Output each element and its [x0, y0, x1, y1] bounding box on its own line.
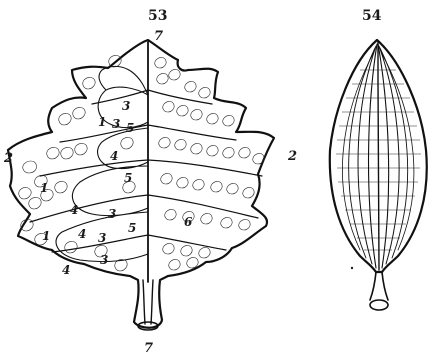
- leaf-53-right-veins: [148, 90, 262, 250]
- leaf-54-petiole-tip: [370, 300, 388, 310]
- label-4-bottom: 4: [78, 227, 86, 241]
- label-4-base: 4: [62, 263, 70, 277]
- label-5-low: 5: [128, 221, 136, 235]
- leaf-53-petiole: [143, 280, 153, 324]
- label-5-mid: 5: [124, 171, 132, 185]
- label-4-mid: 4: [110, 149, 118, 163]
- figure-53: 53: [3, 8, 297, 355]
- label-1-mid: 1: [40, 181, 48, 195]
- label-6-low: 6: [184, 215, 193, 229]
- label-4-low: 4: [70, 203, 78, 217]
- label-apex-7: 7: [154, 29, 163, 44]
- label-right-2: 2: [287, 149, 297, 164]
- figure-53-number: 53: [148, 8, 167, 24]
- label-3-upper-a: 3: [122, 99, 130, 113]
- label-1-upper: 1: [98, 115, 106, 129]
- leaf-54-petiole: [370, 272, 388, 300]
- label-3-bottom: 3: [98, 231, 106, 245]
- label-left-2: 2: [3, 151, 13, 166]
- leaf-54-dot: [351, 267, 353, 269]
- label-3-base: 3: [100, 253, 108, 267]
- label-1-bottom: 1: [42, 229, 50, 243]
- figure-54-number: 54: [362, 8, 382, 24]
- label-base-7: 7: [144, 341, 153, 355]
- label-3-low: 3: [108, 207, 116, 221]
- figure-54: 54: [330, 8, 427, 310]
- figure-53-labels: 7 7 2 2 3 1 3 5 4 5 1 4 3 5 6 1 4 3 4 3: [3, 29, 297, 355]
- label-3-upper-b: 3: [112, 117, 120, 131]
- label-5-upper: 5: [126, 121, 134, 135]
